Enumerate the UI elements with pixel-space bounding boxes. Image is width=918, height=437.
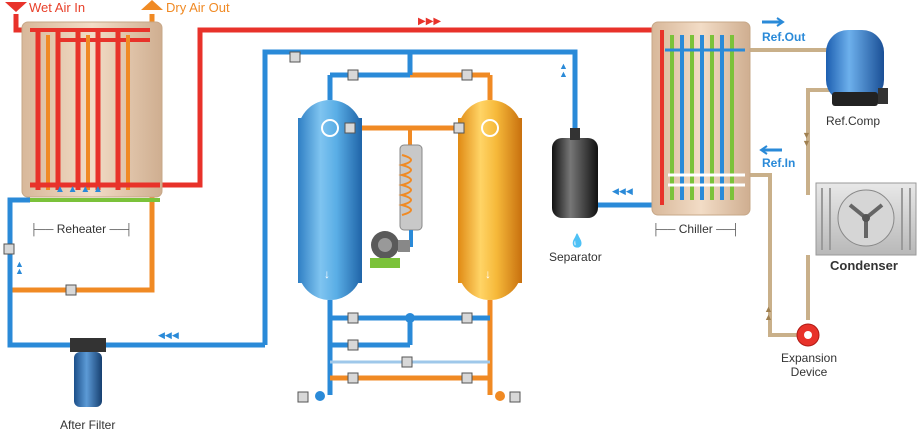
reheater-label: Reheater	[56, 222, 107, 236]
flow-chevron-icon: ▶▶▶	[418, 16, 441, 27]
after-filter-label: After Filter	[60, 418, 116, 432]
separator-label: Separator	[549, 250, 602, 264]
reheater-label-group: ├── Reheater ──┤	[30, 222, 133, 236]
chiller	[651, 21, 751, 216]
condenser-label: Condenser	[830, 258, 898, 273]
reheater: ▲ ▲ ▲ ▲	[21, 21, 163, 202]
wet-air-in-label: Wet Air In	[29, 0, 86, 15]
ref-in-line	[745, 173, 800, 337]
drain-left	[315, 391, 325, 401]
svg-text:▲ ▲ ▲ ▲: ▲ ▲ ▲ ▲	[55, 184, 103, 195]
separator-return-pipe	[262, 49, 578, 345]
chiller-label: Chiller	[678, 222, 713, 236]
svg-text:↓: ↓	[324, 267, 330, 281]
separator: 💧	[552, 128, 598, 248]
svg-text:▲: ▲	[15, 266, 24, 276]
desiccant-tower-right: ↓	[458, 100, 522, 300]
flow-chevron-icon: ◀◀◀	[158, 330, 179, 340]
drain-right	[495, 391, 505, 401]
flow-chevron-icon: ▲	[764, 304, 773, 314]
ref-out-label: Ref.Out	[762, 30, 806, 44]
blower	[370, 231, 410, 268]
flow-chevron-icon: ▼	[802, 130, 811, 140]
expansion-device-label: Expansion Device	[777, 351, 841, 379]
chiller-label-group: ├── Chiller ──┤	[652, 222, 740, 236]
svg-text:▲: ▲	[764, 312, 773, 322]
water-drop-icon: 💧	[569, 233, 585, 248]
regeneration-heater	[395, 144, 423, 247]
flow-chevron-icon: ▲	[559, 69, 568, 79]
ref-in-label: Ref.In	[762, 156, 796, 170]
expansion-device	[796, 323, 820, 347]
ref-compressor	[826, 30, 888, 106]
desiccant-tower-left: ↓	[298, 100, 362, 300]
down-arrow-icon	[5, 2, 27, 12]
valve-icon	[3, 51, 521, 403]
filter-pipe	[7, 197, 265, 348]
svg-text:▲: ▲	[15, 259, 24, 269]
expansion-device-label-line1: Expansion	[780, 351, 838, 365]
expansion-device-label-line2: Device	[790, 365, 828, 379]
ref-comp-label: Ref.Comp	[826, 114, 881, 128]
svg-text:↓: ↓	[485, 267, 491, 281]
up-arrow-icon	[141, 0, 163, 10]
condenser	[815, 182, 917, 256]
after-filter	[70, 338, 106, 407]
hot-air-pipe	[160, 27, 660, 188]
flow-chevron-icon: ◀◀◀	[612, 186, 633, 196]
svg-text:▲: ▲	[559, 61, 568, 71]
dry-air-out-label: Dry Air Out	[166, 0, 230, 15]
svg-text:▼: ▼	[802, 138, 811, 148]
